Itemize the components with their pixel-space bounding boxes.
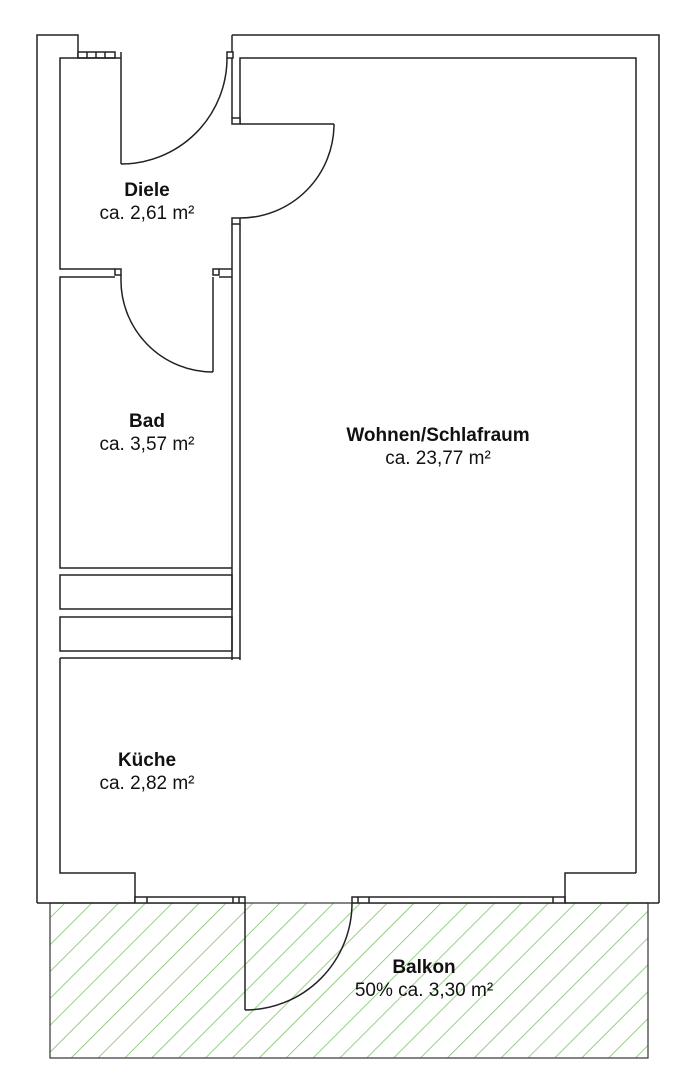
room-area: ca. 3,57 m² xyxy=(99,433,195,455)
room-name: Diele xyxy=(124,180,170,201)
room-name: Balkon xyxy=(392,957,456,978)
room-label-balkon: Balkon 50% ca. 3,30 m² xyxy=(355,957,493,1003)
room-area: ca. 2,61 m² xyxy=(99,202,195,224)
room-area: ca. 23,77 m² xyxy=(385,447,491,469)
room-name: Küche xyxy=(117,750,177,771)
room-area: 50% ca. 3,30 m² xyxy=(354,979,494,1001)
room-label-bad: Bad ca. 3,57 m² xyxy=(99,411,194,457)
room-name: Bad xyxy=(129,411,165,432)
room-label-diele: Diele ca. 2,61 m² xyxy=(99,180,194,226)
room-area: ca. 2,82 m² xyxy=(99,772,195,794)
room-label-wohnen: Wohnen/Schlafraum ca. 23,77 m² xyxy=(346,425,529,471)
room-name: Wohnen/Schlafraum xyxy=(346,425,530,446)
room-label-kueche: Küche ca. 2,82 m² xyxy=(99,750,194,796)
walls xyxy=(36,34,660,1011)
